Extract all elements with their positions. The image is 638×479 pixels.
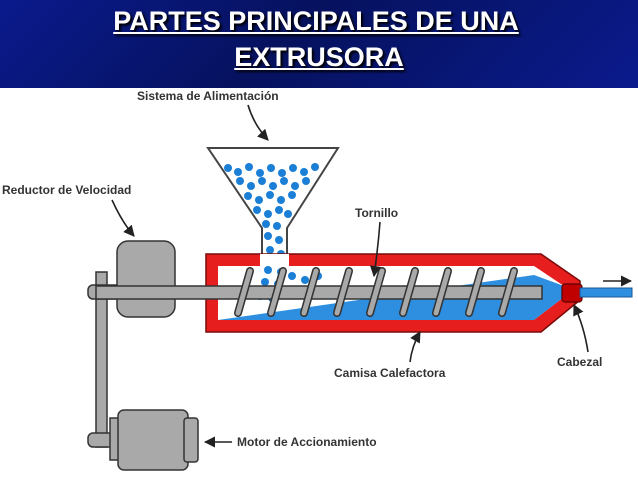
speed-reducer-arrow: [111, 199, 135, 237]
speed-reducer: [116, 240, 176, 318]
label-heating-jacket: Camisa Calefactora: [334, 366, 446, 380]
feed-system-arrow: [247, 104, 269, 141]
label-speed-reducer: Reductor de Velocidad: [2, 183, 131, 197]
head-arrow: [573, 303, 589, 353]
label-screw: Tornillo: [355, 206, 398, 220]
slide-title-line-2: EXTRUSORA: [234, 42, 404, 72]
screw-arrow: [369, 221, 381, 278]
label-drive-motor: Motor de Accionamiento: [237, 435, 377, 449]
slide-title-line-1: PARTES PRINCIPALES DE UNA: [113, 6, 519, 36]
heating-jacket-arrow: [409, 331, 421, 363]
feed-hopper: [206, 147, 340, 259]
extrusion-head: [561, 283, 633, 303]
label-head: Cabezal: [557, 355, 602, 369]
title-banner: PARTES PRINCIPALES DE UNA EXTRUSORA: [0, 0, 638, 88]
label-feed-system: Sistema de Alimentación: [137, 89, 279, 103]
drive-motor: [109, 409, 199, 471]
screw: [95, 267, 543, 317]
